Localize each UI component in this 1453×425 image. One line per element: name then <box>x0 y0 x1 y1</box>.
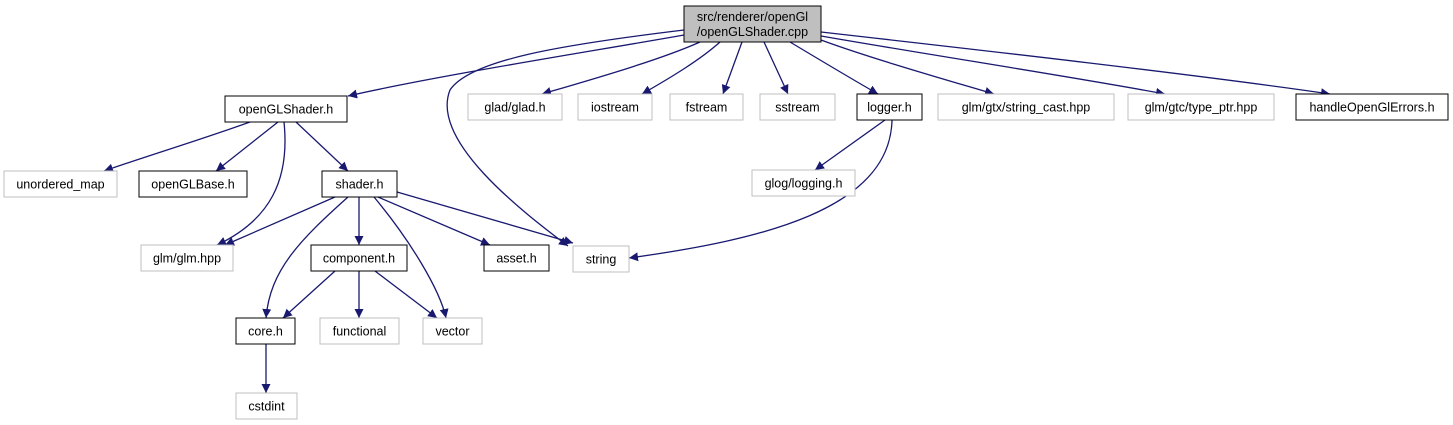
node-sstream: sstream <box>759 93 836 121</box>
node-box-type_ptr <box>1127 93 1275 121</box>
node-box-glad <box>467 93 563 121</box>
node-label-component_h-0: component.h <box>323 252 395 266</box>
edge-openGLShader_h-to-openGLBase_h <box>215 121 279 172</box>
node-box-component_h <box>310 244 408 272</box>
node-label-glad-0: glad/glad.h <box>484 101 545 115</box>
node-box-string <box>572 245 630 273</box>
node-label-cstdint-0: cstdint <box>248 400 285 414</box>
node-type_ptr: glm/gtc/type_ptr.hpp <box>1127 93 1275 121</box>
edge-root-to-logger_h <box>789 41 879 95</box>
edge-root-to-string_cast <box>820 39 995 96</box>
node-component_h[interactable]: component.h <box>310 244 408 272</box>
node-glad: glad/glad.h <box>467 93 563 121</box>
node-label-core_h-0: core.h <box>248 325 283 339</box>
node-box-shader_h <box>321 170 398 198</box>
node-label-openGLBase_h-0: openGLBase.h <box>151 178 234 192</box>
node-box-cstdint <box>235 392 298 420</box>
node-label-type_ptr-0: glm/gtc/type_ptr.hpp <box>1145 101 1258 115</box>
node-shader_h[interactable]: shader.h <box>321 170 398 198</box>
node-box-logger_h <box>856 93 923 121</box>
node-cstdint: cstdint <box>235 392 298 420</box>
node-label-logger_h-0: logger.h <box>867 101 912 115</box>
edge-root-to-glad <box>541 41 701 96</box>
node-label-handleErrors-0: handleOpenGlErrors.h <box>1309 101 1434 115</box>
edge-logger_h-to-glog <box>814 119 886 171</box>
node-box-glog <box>751 169 856 197</box>
edge-root-to-handleErrors <box>820 31 1331 98</box>
node-label-openGLShader_h-0: openGLShader.h <box>239 103 334 117</box>
node-box-vector <box>422 317 483 345</box>
node-box-fstream <box>669 93 744 121</box>
edges <box>103 29 1331 393</box>
node-logger_h[interactable]: logger.h <box>856 93 923 121</box>
node-label-shader_h-0: shader.h <box>336 178 384 192</box>
node-asset_h[interactable]: asset.h <box>483 244 550 272</box>
node-box-openGLShader_h <box>224 95 348 123</box>
node-label-glm-0: glm/glm.hpp <box>153 252 221 266</box>
node-box-openGLBase_h <box>138 170 248 198</box>
node-iostream: iostream <box>577 93 653 121</box>
edge-openGLShader_h-to-glm <box>216 121 286 246</box>
edge-openGLShader_h-to-unordered_map <box>103 121 251 173</box>
node-label-asset_h-0: asset.h <box>496 252 536 266</box>
node-root[interactable]: src/renderer/openGl/openGLShader.cpp <box>683 5 822 43</box>
node-label-root-0: src/renderer/openGl <box>697 10 808 24</box>
node-label-fstream-0: fstream <box>686 101 728 115</box>
node-fstream: fstream <box>669 93 744 121</box>
edge-root-to-type_ptr <box>820 35 1166 97</box>
node-openGLBase_h[interactable]: openGLBase.h <box>138 170 248 198</box>
node-unordered_map: unordered_map <box>3 170 118 198</box>
node-label-unordered_map-0: unordered_map <box>16 178 104 192</box>
edge-shader_h-to-glm <box>224 196 336 246</box>
node-label-root-1: /openGLShader.cpp <box>697 25 808 39</box>
node-glog: glog/logging.h <box>751 169 856 197</box>
edge-shader_h-to-vector <box>373 196 449 319</box>
edge-root-to-sstream <box>763 41 789 95</box>
node-label-vector-0: vector <box>435 325 469 339</box>
node-string: string <box>572 245 630 273</box>
node-box-unordered_map <box>3 170 118 198</box>
edge-logger_h-to-string <box>628 119 893 262</box>
node-label-sstream-0: sstream <box>775 101 819 115</box>
node-box-functional <box>319 317 400 345</box>
node-label-functional-0: functional <box>333 325 387 339</box>
edge-component_h-to-vector <box>374 270 438 319</box>
node-label-string_cast-0: glm/gtx/string_cast.hpp <box>962 101 1091 115</box>
edge-root-to-string <box>446 29 685 247</box>
node-label-string-0: string <box>586 253 617 267</box>
edge-openGLShader_h-to-shader_h <box>295 121 349 172</box>
node-core_h[interactable]: core.h <box>235 317 296 345</box>
edge-root-to-fstream <box>721 41 743 95</box>
edge-root-to-openGLShader_h <box>347 34 685 99</box>
edge-shader_h-to-asset_h <box>377 196 491 246</box>
node-label-glog-0: glog/logging.h <box>765 177 843 191</box>
node-glm: glm/glm.hpp <box>140 244 234 272</box>
edge-shader_h-to-core_h <box>262 196 349 319</box>
node-box-handleErrors <box>1295 93 1449 121</box>
node-box-sstream <box>759 93 836 121</box>
node-box-core_h <box>235 317 296 345</box>
node-box-iostream <box>577 93 653 121</box>
node-box-glm <box>140 244 234 272</box>
node-box-root <box>683 5 822 43</box>
nodes: src/renderer/openGl/openGLShader.cpp open… <box>3 5 1449 420</box>
edge-shader_h-to-string <box>396 191 574 245</box>
node-box-string_cast <box>937 93 1115 121</box>
node-vector: vector <box>422 317 483 345</box>
node-string_cast: glm/gtx/string_cast.hpp <box>937 93 1115 121</box>
node-openGLShader_h[interactable]: openGLShader.h <box>224 95 348 123</box>
node-functional: functional <box>319 317 400 345</box>
edge-component_h-to-core_h <box>282 270 336 319</box>
edge-root-to-iostream <box>641 41 721 95</box>
node-handleErrors[interactable]: handleOpenGlErrors.h <box>1295 93 1449 121</box>
node-box-asset_h <box>483 244 550 272</box>
node-label-iostream-0: iostream <box>591 101 639 115</box>
